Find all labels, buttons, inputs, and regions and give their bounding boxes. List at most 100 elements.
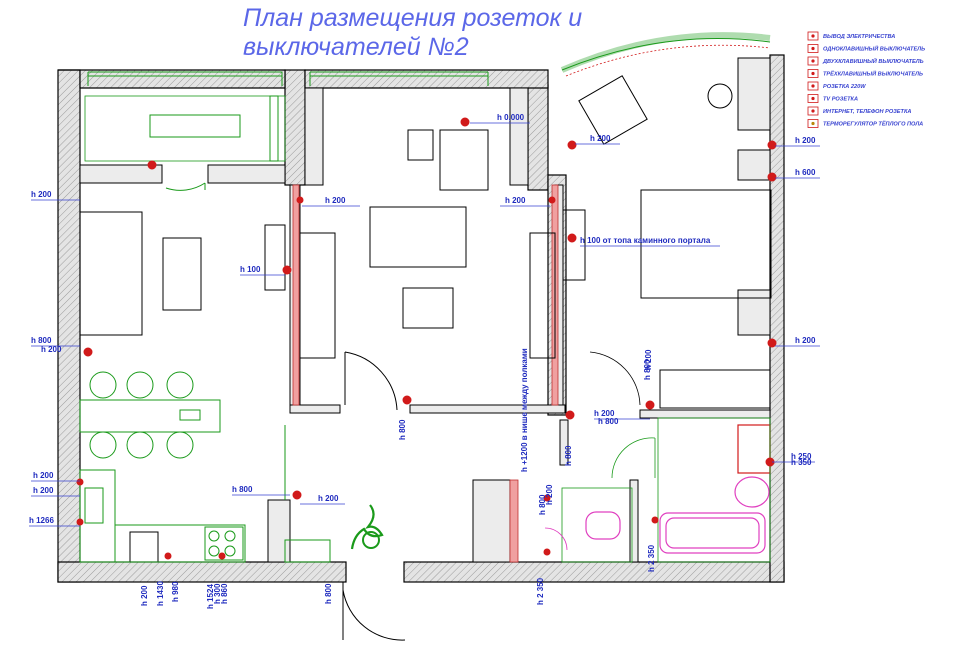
- windows: [87, 32, 771, 86]
- height-label: h 800: [232, 485, 253, 494]
- height-label: h 100: [240, 265, 261, 274]
- chair: [407, 129, 434, 161]
- heater-strips: [292, 184, 559, 563]
- height-label: h 200: [33, 486, 54, 495]
- height-label: h 0,000: [497, 113, 525, 122]
- single-switch-icon-mark: [811, 46, 815, 51]
- tv-stand-left: [264, 224, 286, 291]
- desk: [439, 129, 489, 191]
- legend-label: ОДНОКЛАВИШНЫЙ ВЫКЛЮЧАТЕЛЬ: [823, 45, 925, 53]
- wall-left: [57, 69, 81, 583]
- bathtub: [659, 512, 766, 554]
- height-label: h 200: [795, 336, 816, 345]
- outlets: [76, 117, 777, 560]
- height-label: h 2 350: [536, 577, 545, 605]
- height-label: h 800: [538, 494, 547, 515]
- bed: [640, 189, 772, 299]
- legend-label: ТЕРМОРЕГУЛЯТОР ТЁПЛОГО ПОЛА: [823, 121, 923, 128]
- kitchen-cabinet: [129, 531, 159, 563]
- height-label: h 200: [590, 134, 611, 143]
- height-label: h 800: [564, 445, 573, 466]
- legend: ВЫВОД ЭЛЕКТРИЧЕСТВА ОДНОКЛАВИШНЫЙ ВЫКЛЮЧА…: [807, 31, 925, 128]
- legend-label: ИНТЕРНЕТ, ТЕЛЕФОН РОЗЕТКА: [823, 109, 911, 115]
- plan-title-line-1: План размещения розеток и: [243, 4, 583, 32]
- thermostat-icon-mark: [811, 121, 815, 126]
- height-label: h 250: [791, 452, 812, 461]
- dresser: [659, 369, 771, 409]
- round-table: [707, 83, 733, 109]
- height-label: h 800: [643, 359, 652, 380]
- height-label: h 1430: [156, 581, 165, 606]
- person-figure: [350, 504, 384, 550]
- sofa-left: [79, 211, 143, 336]
- triple-switch-icon-mark: [811, 71, 815, 76]
- toilet: [585, 511, 621, 540]
- dining-table: [79, 399, 221, 433]
- legend-label: ДВУХКЛАВИШНЫЙ ВЫКЛЮЧАТЕЛЬ: [822, 57, 924, 65]
- internet-socket-icon-mark: [811, 109, 815, 113]
- legend-label: ВЫВОД ЭЛЕКТРИЧЕСТВА: [823, 34, 895, 40]
- legend-label: ТРЁХКЛАВИШНЫЙ ВЫКЛЮЧАТЕЛЬ: [823, 70, 923, 78]
- double-switch-icon-mark: [811, 59, 815, 63]
- height-label: h 860: [220, 583, 229, 604]
- sofa-center: [299, 232, 336, 359]
- shelf-right: [529, 232, 556, 359]
- tv-socket-icon-mark: [811, 96, 815, 101]
- coffee-table-left: [162, 237, 202, 311]
- height-label: h 600: [795, 168, 816, 177]
- bathroom: [585, 424, 771, 554]
- wall-right: [769, 54, 785, 583]
- sink: [734, 476, 770, 508]
- height-label: h 1266: [29, 516, 54, 525]
- height-label: h 100 от топа каминного портала: [580, 236, 711, 245]
- wall-top-left: [58, 69, 286, 89]
- height-label: h 800: [31, 336, 52, 345]
- height-label: h 200: [545, 484, 554, 505]
- dining-kitchen: [79, 95, 384, 563]
- cooktop: [204, 526, 244, 561]
- height-label: h 200: [140, 585, 149, 606]
- height-label: h 800: [398, 419, 407, 440]
- height-label: h 300: [213, 583, 222, 604]
- height-label: h 2 350: [647, 544, 656, 572]
- plan-title: План размещения розеток и выключателей №…: [243, 4, 663, 62]
- countertop: [114, 524, 246, 563]
- furniture: [79, 75, 772, 563]
- height-label: h 200: [31, 190, 52, 199]
- height-label: h 200: [795, 136, 816, 145]
- height-label: h +1200 в нише между полками: [520, 348, 529, 472]
- table-center: [369, 206, 467, 268]
- kitchen-door-arc: [165, 182, 206, 191]
- height-label: h 200: [325, 196, 346, 205]
- height-label: h 800: [324, 583, 333, 604]
- power-outlet-point-icon-mark: [811, 34, 815, 38]
- height-label: h 980: [171, 581, 180, 602]
- wall-center-top: [284, 69, 306, 186]
- height-label: h 200: [41, 345, 62, 354]
- interior-walls: [79, 57, 771, 563]
- wall-bottom-right: [403, 561, 785, 583]
- fridge-column: [79, 469, 116, 563]
- height-label: h 200: [644, 349, 653, 370]
- exterior-walls: [57, 54, 785, 583]
- fireplace-portal: [562, 209, 586, 281]
- leader-lines: [29, 122, 820, 527]
- pouf-center: [402, 287, 454, 329]
- washing-machine: [737, 424, 771, 474]
- height-label: h 200: [594, 409, 615, 418]
- socket-220-icon-mark: [811, 84, 815, 88]
- armchair: [578, 75, 648, 145]
- wall-bottom-left: [57, 561, 347, 583]
- height-label: h 1524: [206, 584, 215, 609]
- height-label: h 350: [791, 458, 812, 467]
- height-label: h 200: [33, 471, 54, 480]
- legend-label: РОЗЕТКА 220W: [823, 84, 866, 90]
- height-label: h 200: [505, 196, 526, 205]
- plan-title-line-2: выключателей №2: [243, 33, 469, 61]
- height-label: h 800: [598, 417, 619, 426]
- wall-center-right-top: [527, 84, 549, 191]
- bathroom-walls: [544, 351, 771, 563]
- legend-label: TV РОЗЕТКА: [823, 97, 858, 103]
